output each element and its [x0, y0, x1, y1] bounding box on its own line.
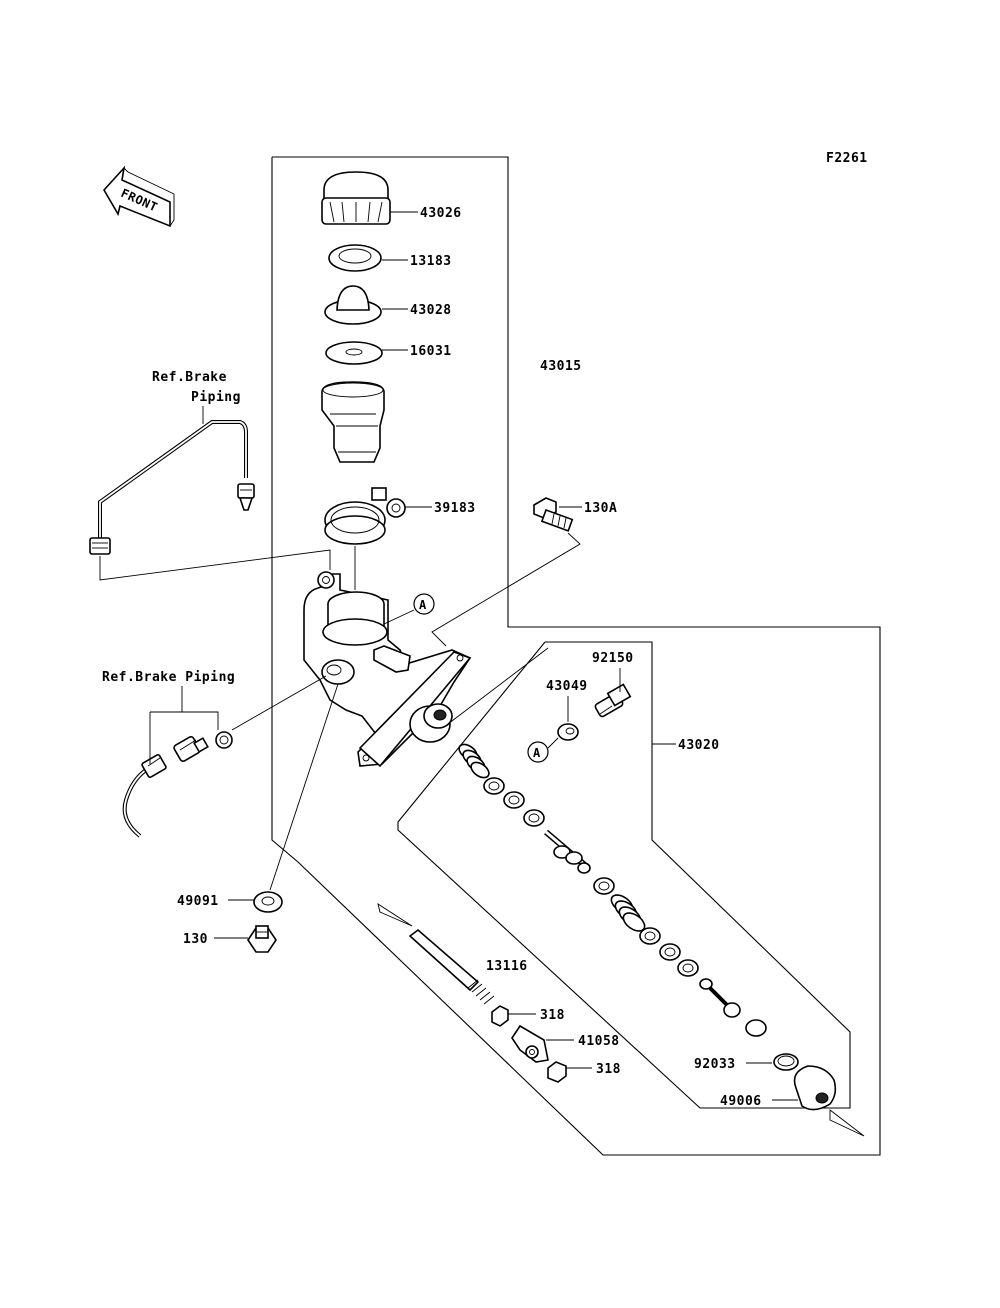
- bleeder-92150: [594, 683, 632, 718]
- reservoir-cap: [321, 171, 391, 225]
- master-cylinder-body: [303, 571, 472, 768]
- part-label-92033: 92033: [694, 1057, 736, 1072]
- upper-brake-pipe: [89, 420, 255, 555]
- part-label-49006: 49006: [720, 1094, 762, 1109]
- lower-brake-pipe: [122, 731, 233, 838]
- rod-arrow-right: [829, 1109, 865, 1137]
- piston-cup: [593, 877, 615, 895]
- seal-5: [659, 943, 681, 961]
- seal-4: [639, 927, 661, 945]
- part-label-43049: 43049: [546, 679, 588, 694]
- group-outline-43015: [271, 156, 881, 1156]
- part-label-43015: 43015: [540, 359, 582, 374]
- cap-43049: [557, 723, 579, 741]
- clevis-41058: [511, 1024, 549, 1063]
- nut-318-lower: [547, 1061, 567, 1083]
- ref-brake-label-upper-1: Ref.Brake: [152, 370, 227, 385]
- ref-brake-label-upper-2: Piping: [191, 390, 241, 405]
- part-label-318-lower: 318: [596, 1062, 621, 1077]
- part-label-43020: 43020: [678, 738, 720, 753]
- hose-clamp-39183: [324, 487, 406, 545]
- part-label-16031: 16031: [410, 344, 452, 359]
- diagram-code: F2261: [826, 151, 868, 166]
- part-label-43028: 43028: [410, 303, 452, 318]
- push-rod-end: [699, 978, 741, 1018]
- part-label-13183: 13183: [410, 254, 452, 269]
- part-label-41058: 41058: [578, 1034, 620, 1049]
- bolt-130A: [533, 497, 574, 532]
- seal-6: [677, 959, 699, 977]
- marker-a-upper: [413, 593, 435, 615]
- part-label-43026: 43026: [420, 206, 462, 221]
- part-label-130A: 130A: [584, 501, 617, 516]
- bolt-130: [247, 925, 277, 953]
- part-label-39183: 39183: [434, 501, 476, 516]
- part-label-130: 130: [183, 932, 208, 947]
- boot-49006: [793, 1065, 837, 1111]
- ref-brake-label-lower: Ref.Brake Piping: [102, 670, 235, 685]
- washer-49091: [253, 891, 283, 913]
- piston: [544, 829, 591, 874]
- push-rod-13116: [377, 903, 495, 1005]
- part-label-13116: 13116: [486, 959, 528, 974]
- marker-a-upper-letter: A: [419, 598, 427, 612]
- piston-seal-1: [483, 777, 505, 795]
- spring-primary: [458, 743, 490, 779]
- reservoir-body: [321, 381, 385, 463]
- boot-seal: [745, 1019, 767, 1037]
- piston-seal-3: [523, 809, 545, 827]
- piston-seal-2: [503, 791, 525, 809]
- plate-16031: [325, 341, 383, 365]
- diaphragm-43028: [324, 285, 382, 325]
- front-arrow-icon: FRONT: [103, 165, 175, 228]
- part-label-318-upper: 318: [540, 1008, 565, 1023]
- marker-a-lower-letter: A: [533, 746, 541, 760]
- part-label-92150: 92150: [592, 651, 634, 666]
- group-outline-43020: [397, 641, 851, 1109]
- marker-a-lower: [527, 741, 549, 763]
- nut-318-upper: [491, 1005, 509, 1027]
- spring-secondary: [610, 894, 646, 932]
- part-label-49091: 49091: [177, 894, 219, 909]
